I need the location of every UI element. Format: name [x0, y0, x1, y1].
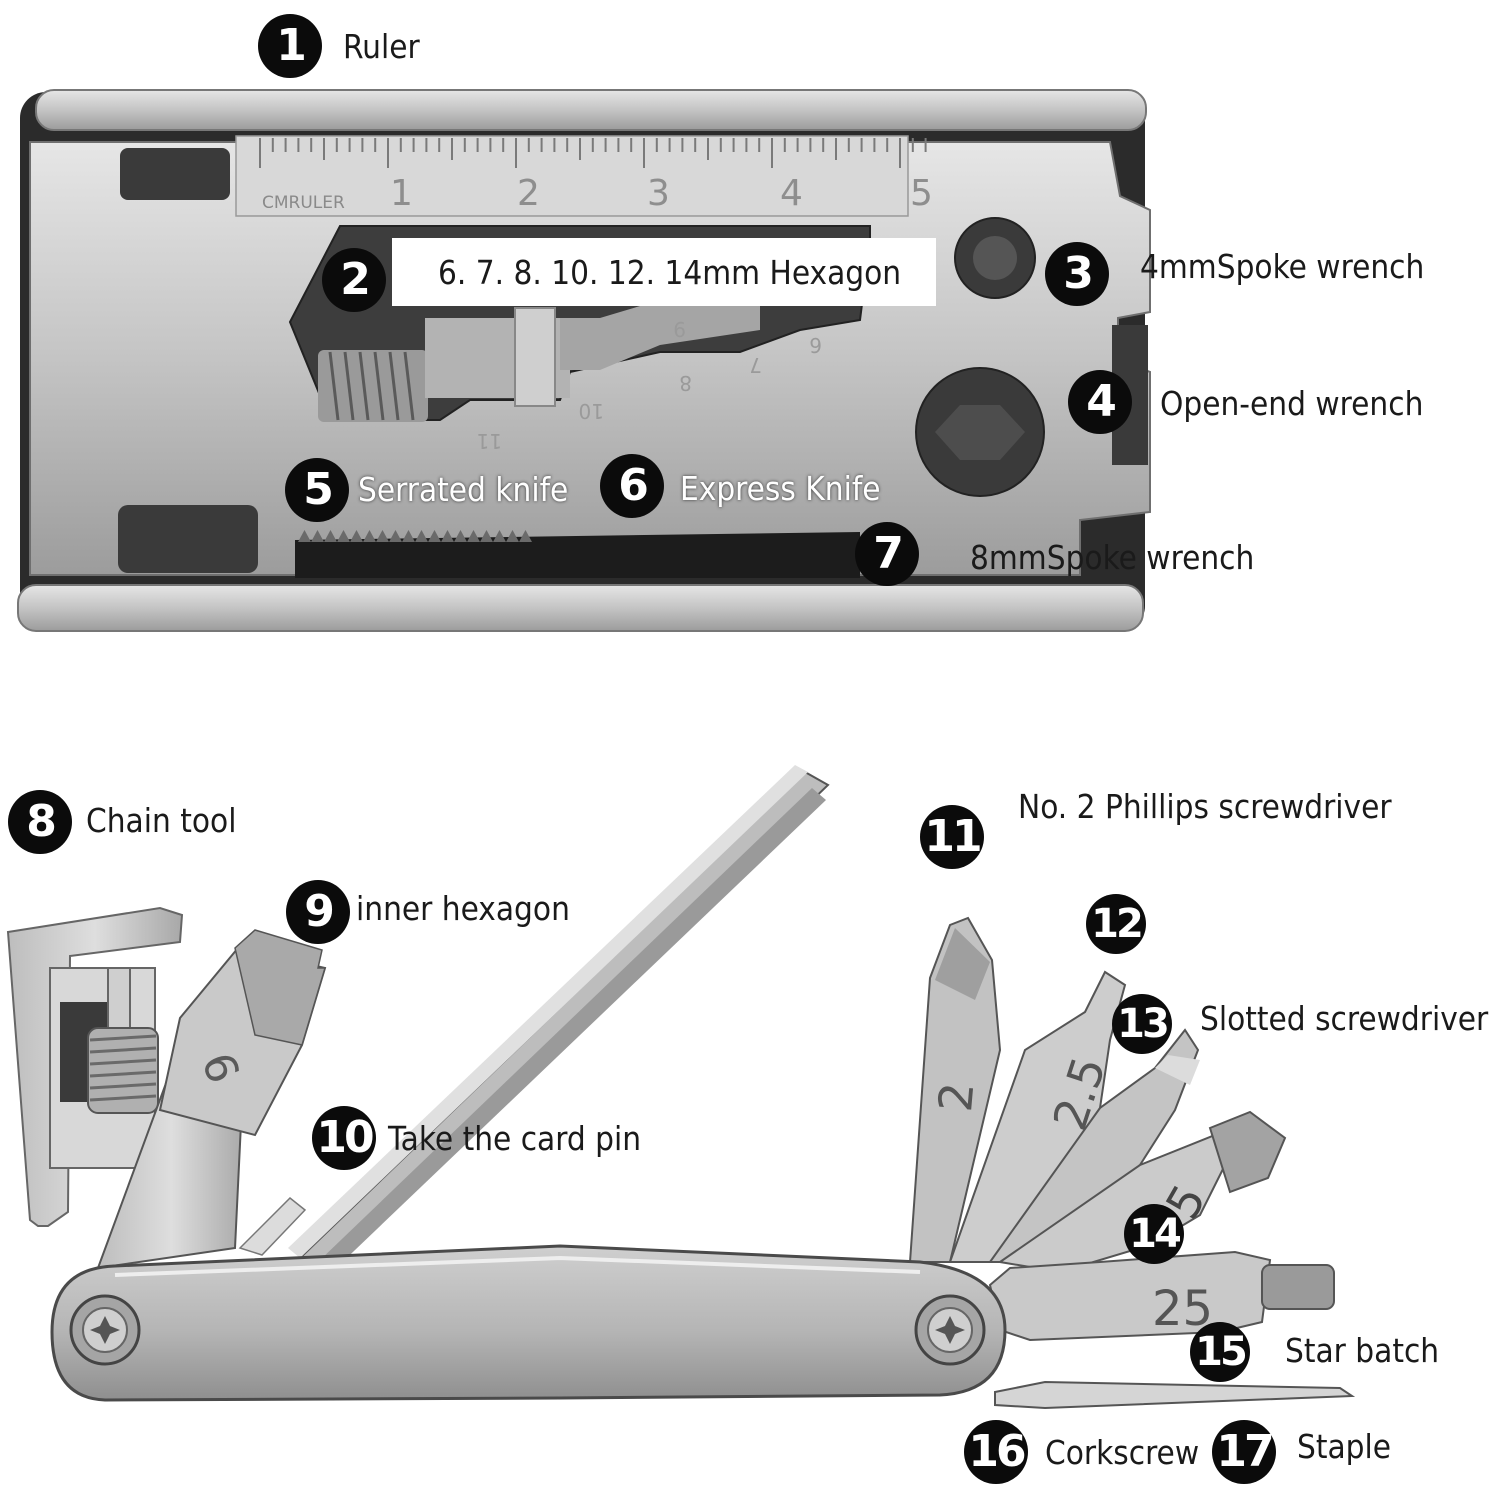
label-slotted-screwdriver: Slotted screwdriver	[1200, 999, 1489, 1038]
hexagon-label-box: 6. 7. 8. 10. 12. 14mm Hexagon	[392, 238, 936, 306]
screw-right	[914, 1294, 986, 1366]
callout-number-12: 12	[1086, 894, 1146, 954]
callout-number-7: 7	[855, 522, 919, 586]
label-chain-tool: Chain tool	[86, 801, 237, 840]
ruler-ticks	[259, 138, 927, 168]
hex-key-long	[288, 765, 830, 1272]
bit-hex-5: 5	[997, 1110, 1287, 1274]
bottom-rail	[17, 584, 1144, 632]
callout-number-5: 5	[285, 458, 349, 522]
hex-size-mark: 10	[579, 399, 604, 423]
callout-number-11: 11	[920, 805, 984, 869]
screw-left	[69, 1294, 141, 1366]
hex-size-mark: 7	[749, 353, 762, 377]
ruler-number: 2	[517, 173, 540, 214]
callout-number-10: 10	[312, 1106, 376, 1170]
callout-number-17: 17	[1212, 1420, 1276, 1484]
hex-size-mark: 6	[809, 333, 822, 357]
label-serrated-knife: Serrated knife	[358, 470, 569, 509]
serrations	[298, 530, 532, 542]
label-take-the-card-pin: Take the card pin	[388, 1119, 642, 1158]
callout-number-6: 6	[600, 454, 664, 518]
label-corkscrew: Corkscrew	[1045, 1433, 1200, 1472]
bit-size-number: 2	[928, 1080, 984, 1114]
hex-size-mark: 8	[679, 371, 692, 395]
callout-number-2: 2	[322, 248, 386, 312]
ruler-number: 4	[780, 173, 803, 214]
folding-multitool: 9 2 2.5 5 25	[6, 765, 1356, 1410]
callout-number-1: 1	[258, 14, 322, 78]
callout-number-8: 8	[8, 790, 72, 854]
callout-number-14: 14	[1124, 1204, 1184, 1264]
label-phillips-screwdriver: No. 2 Phillips screwdriver	[1018, 787, 1392, 826]
top-rail	[35, 89, 1147, 131]
serrated-knife-slot	[295, 532, 860, 578]
hex-size-mark: 11	[477, 429, 502, 453]
staple-blade	[994, 1380, 1356, 1410]
label-star-batch: Star batch	[1285, 1331, 1440, 1370]
chain-tool	[6, 906, 184, 1227]
ruler-number: 1	[390, 173, 413, 214]
label-open-end-wrench: Open-end wrench	[1160, 384, 1424, 423]
callout-number-9: 9	[286, 880, 350, 944]
label-staple: Staple	[1297, 1427, 1392, 1466]
hex-key-9: 9	[96, 929, 327, 1270]
bit-star: 25	[988, 1250, 1335, 1342]
callout-number-3: 3	[1045, 242, 1109, 306]
ruler-number: 5	[910, 173, 933, 214]
ruler-brand: CMRULER	[262, 193, 345, 213]
callout-number-4: 4	[1068, 370, 1132, 434]
main-handle	[50, 1244, 1007, 1402]
label-8mm-spoke-wrench: 8mmSpoke wrench	[970, 538, 1255, 577]
label-express-knife: Express Knife	[680, 469, 881, 508]
label-ruler: Ruler	[343, 27, 420, 66]
bit-phillips: 2	[908, 916, 1002, 1263]
callout-number-15: 15	[1190, 1322, 1250, 1382]
label-4mm-spoke-wrench: 4mmSpoke wrench	[1140, 247, 1425, 286]
label-inner-hexagon: inner hexagon	[356, 889, 570, 928]
ruler-strip	[235, 135, 909, 217]
ruler-number: 3	[647, 173, 670, 214]
hex-size-mark: 9	[673, 317, 686, 341]
label-hexagon-sizes: 6. 7. 8. 10. 12. 14mm Hexagon	[438, 253, 902, 292]
callout-number-16: 16	[964, 1420, 1028, 1484]
callout-number-13: 13	[1112, 994, 1172, 1054]
